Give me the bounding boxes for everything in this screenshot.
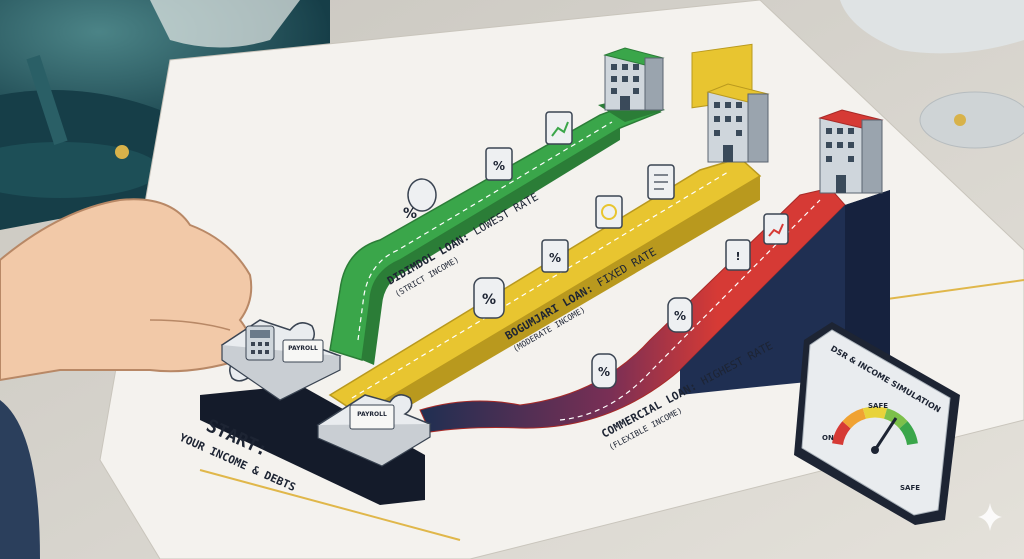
gauge-segment <box>899 421 918 446</box>
start-slot <box>200 385 425 505</box>
svg-text:%: % <box>674 309 686 323</box>
calendar-doc-icon: % <box>485 147 513 181</box>
calendar-doc-icon: ! <box>725 239 751 271</box>
svg-text:%: % <box>493 159 505 173</box>
gauge-segment <box>832 421 851 446</box>
puzzle-piece-bottom[interactable]: PAYROLL <box>316 394 432 467</box>
puzzle-piece-top[interactable]: PAYROLL <box>220 319 342 401</box>
svg-text:%: % <box>403 206 417 222</box>
chart-doc-icon <box>763 213 789 245</box>
svg-text:%: % <box>549 251 561 265</box>
desk-lamp-right-icon <box>840 0 1024 149</box>
hand-icon <box>0 198 253 559</box>
puzzle-bottom-label: PAYROLL <box>357 411 387 418</box>
gauge-label-left: ON <box>822 434 834 442</box>
gauge-segment <box>842 408 867 429</box>
svg-text:%: % <box>482 292 496 308</box>
gauge-arcs <box>832 406 918 446</box>
building-yellow-icon <box>706 83 770 163</box>
percent-badge-icon: % <box>591 353 617 389</box>
percent-badge-icon: % <box>667 297 693 333</box>
dsr-gauge-tablet[interactable]: DSR & INCOME SIMULATION ON SAFE SAFE <box>794 322 960 525</box>
svg-text:!: ! <box>735 250 740 263</box>
percent-badge-icon: % <box>403 178 437 222</box>
building-green-icon <box>598 47 665 122</box>
puzzle-top-label: PAYROLL <box>288 345 318 352</box>
clock-doc-icon <box>595 195 623 229</box>
building-red-icon <box>818 109 884 194</box>
percent-badge-icon: % <box>473 277 505 319</box>
calculator-icon <box>245 325 275 361</box>
calendar-doc-icon: % <box>541 239 569 273</box>
document-icon <box>647 164 675 200</box>
gauge-label-right: SAFE <box>900 484 920 492</box>
chart-doc-icon <box>545 111 573 145</box>
sparkle-icon <box>978 503 1002 531</box>
gauge-segment <box>862 406 888 419</box>
svg-text:%: % <box>598 365 610 379</box>
gauge-label-top: SAFE <box>868 402 888 410</box>
gauge-needle <box>873 417 898 451</box>
